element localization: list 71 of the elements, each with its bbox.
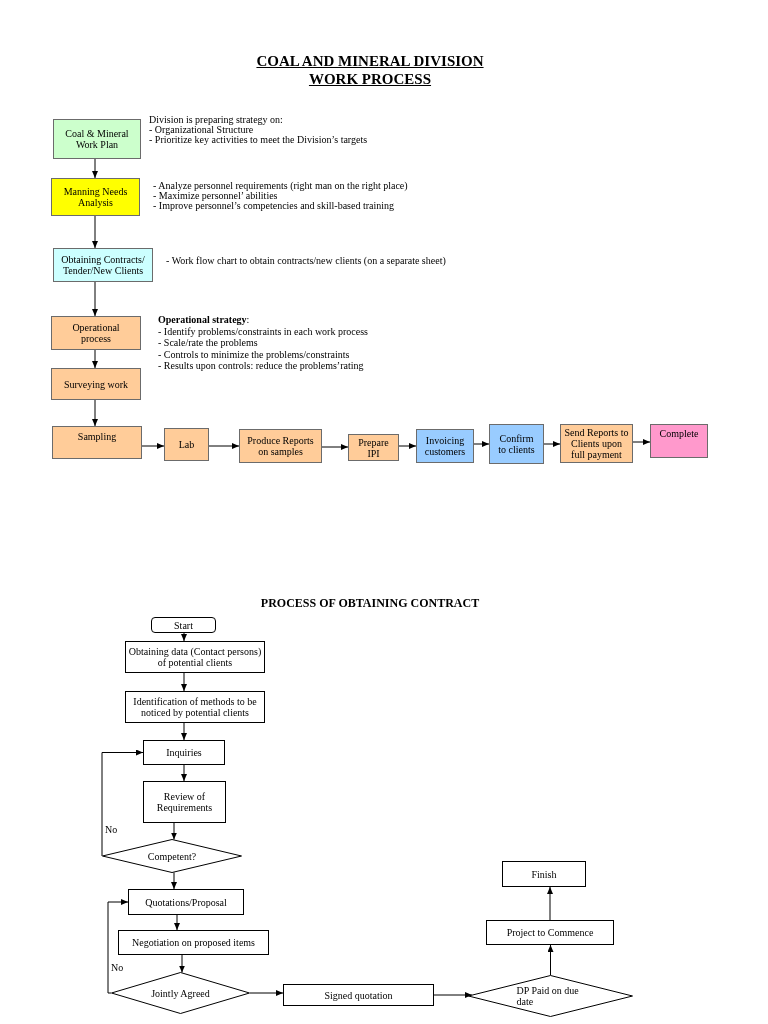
edge-label: No	[111, 963, 124, 973]
process-box: Manning Needs Analysis	[51, 178, 140, 216]
arrow	[92, 349, 98, 369]
process-box: Finish	[502, 861, 586, 887]
note-text: - Controls to minimize the problems/constraints	[158, 348, 350, 360]
section-heading: PROCESS OF OBTAINING CONTRACT	[259, 596, 481, 610]
arrow	[179, 954, 185, 973]
process-box: Quotations/Proposal	[128, 889, 244, 915]
arrow	[141, 443, 165, 449]
process-box: Prepare IPI	[348, 434, 399, 461]
note-text: - Prioritize key activities to meet the Division’s targets	[149, 135, 368, 145]
note-text: - Organizational Structure	[149, 125, 254, 135]
process-box: Sampling	[52, 426, 142, 459]
process-box: Review of Requirements	[143, 781, 226, 823]
arrow	[174, 914, 180, 931]
arrow	[249, 990, 284, 996]
arrow	[398, 443, 417, 449]
decision-label: DP Paid on due date	[516, 985, 580, 1007]
arrow	[92, 215, 98, 249]
arrow	[208, 443, 240, 449]
decision-diamond	[111, 972, 250, 1014]
decision-label: Jointly Agreed	[151, 987, 210, 999]
arrow	[543, 441, 561, 447]
arrow	[181, 764, 187, 782]
note-text: - Improve personnel’s competencies and skill-based training	[153, 201, 395, 211]
process-box: Lab	[164, 428, 209, 461]
arrow	[92, 399, 98, 427]
process-box: Complete	[650, 424, 708, 458]
arrow	[433, 992, 473, 998]
process-box: Identification of methods to be noticed by potential clients	[125, 691, 265, 723]
process-box: Coal & Mineral Work Plan	[53, 119, 141, 159]
process-box: Negotiation on proposed items	[118, 930, 269, 955]
note-text: - Results upon controls: reduce the problems’rating	[158, 360, 364, 372]
process-box: Produce Reports on samples	[239, 429, 322, 463]
arrow	[171, 822, 177, 840]
arrow	[181, 632, 187, 642]
process-box: Send Reports to Clients upon full payment	[560, 424, 633, 463]
note-text: - Scale/rate the problems	[158, 337, 258, 349]
arrow	[473, 441, 490, 447]
terminal-box: Start	[151, 617, 216, 633]
arrow	[547, 886, 553, 921]
arrow	[101, 749, 144, 857]
arrow	[92, 281, 98, 317]
note-text: - Identify problems/constraints in each work process	[158, 325, 368, 337]
note-text: Operational strategy:	[158, 314, 250, 326]
process-box: Signed quotation	[283, 984, 434, 1006]
process-box: Operational process	[51, 316, 141, 350]
note-text: Division is preparing strategy on:	[149, 115, 283, 125]
diagram-title: COAL AND MINERAL DIVISION WORK PROCESS	[255, 52, 485, 88]
process-box: Obtaining data (Contact persons) of potential clients	[125, 641, 265, 673]
decision-label: Competent?	[147, 850, 197, 862]
arrow	[171, 872, 177, 890]
note-text: - Analyze personnel requirements (right man on the right place)	[153, 181, 408, 191]
decision-diamond	[468, 975, 633, 1017]
arrow	[107, 899, 129, 994]
process-box: Confirm to clients	[489, 424, 544, 464]
arrow	[181, 672, 187, 692]
process-box: Surveying work	[51, 368, 141, 400]
note-text: - Maximize personnel’ abilities	[153, 191, 278, 201]
process-box: Invoicing customers	[416, 429, 474, 463]
arrow	[632, 439, 651, 445]
process-box: Inquiries	[143, 740, 225, 765]
edge-label: No	[105, 825, 118, 835]
process-box: Project to Commence	[486, 920, 614, 945]
process-box: Obtaining Contracts/ Tender/New Clients	[53, 248, 153, 282]
arrow	[547, 944, 554, 976]
arrow	[321, 444, 349, 450]
decision-diamond	[102, 839, 242, 873]
note-text: - Work flow chart to obtain contracts/new clients (on a separate sheet)	[166, 256, 446, 266]
arrow	[181, 722, 187, 741]
arrow	[92, 158, 98, 179]
